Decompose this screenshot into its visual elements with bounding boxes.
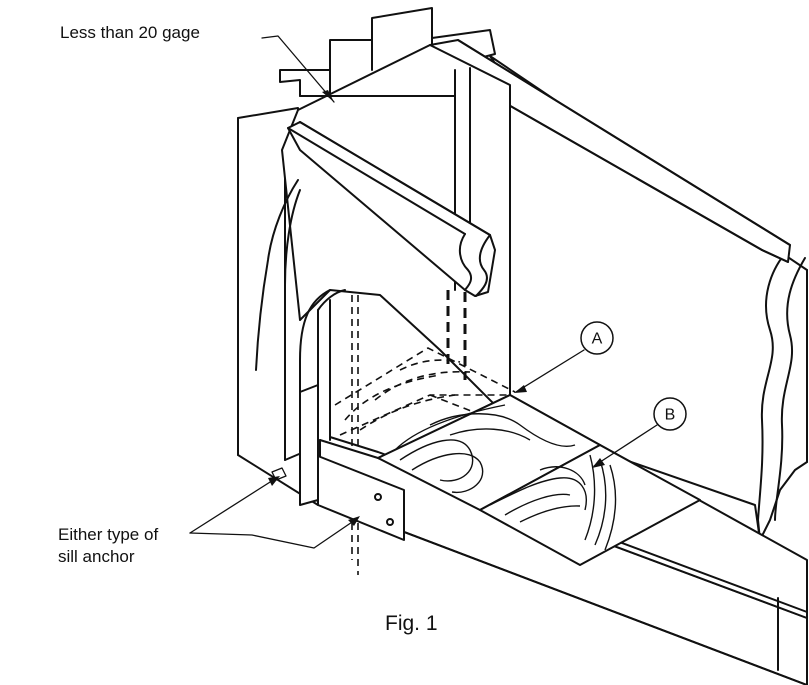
callout-a: A	[580, 321, 614, 355]
cutaway-edge	[255, 179, 346, 396]
anchor-leader-1	[189, 476, 279, 534]
anchor-hole-1	[374, 493, 382, 501]
callout-a-leader	[515, 349, 585, 393]
figure-caption: Fig. 1	[385, 612, 438, 635]
callout-a-letter: A	[592, 331, 603, 348]
anchor-leader-2	[189, 517, 359, 549]
leader-lines	[189, 35, 658, 549]
hidden-floor	[334, 347, 521, 436]
anchor-hole-2	[386, 518, 394, 526]
sill-anchor-label-line2: sill anchor	[58, 547, 135, 566]
stop-bar	[287, 121, 496, 297]
wood-block-b	[479, 444, 701, 566]
callout-b-letter: B	[665, 407, 676, 424]
wall-panel	[489, 55, 808, 541]
sill-anchor-label-line1: Either type of	[58, 525, 158, 544]
gage-leader	[261, 35, 335, 103]
callout-b-leader	[593, 424, 658, 467]
gage-note-label: Less than 20 gage	[60, 23, 200, 42]
callout-b: B	[653, 397, 687, 431]
